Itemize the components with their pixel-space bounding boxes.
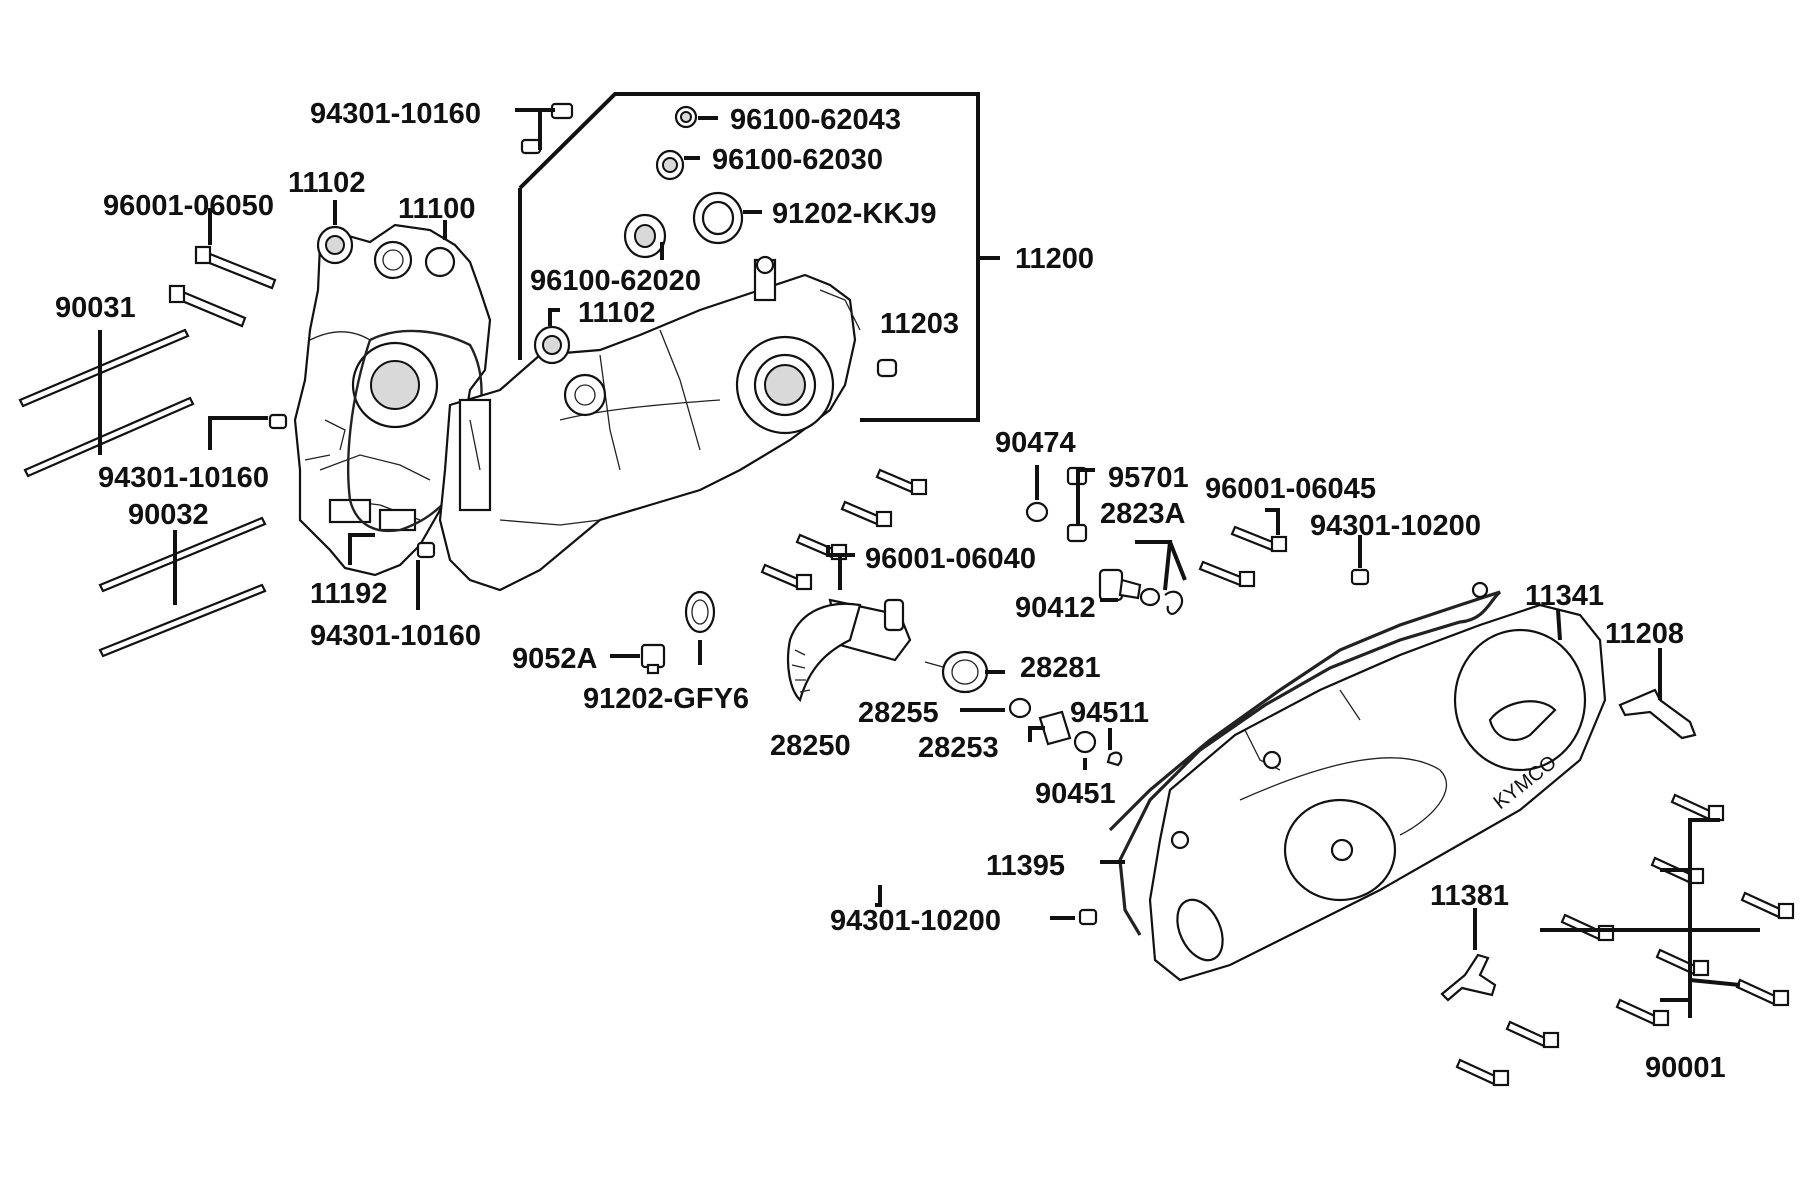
washer-90451: [1073, 730, 1097, 754]
bolts-96001-06050: [168, 245, 277, 328]
assembly-2823A: [1098, 568, 1184, 615]
bearing-96100-62030: [655, 149, 685, 181]
dowel-94301-10200-b: [1078, 908, 1098, 926]
label-11192: 11192: [310, 578, 387, 610]
bolts-90001: [1455, 793, 1795, 1087]
label-96100-62020: 96100-62020: [530, 265, 701, 297]
label-2823A: 2823A: [1100, 498, 1186, 530]
label-28255: 28255: [858, 697, 939, 729]
label-90451: 90451: [1035, 778, 1116, 810]
label-9052A: 9052A: [512, 643, 598, 675]
bearing-96100-62020: [623, 213, 667, 259]
label-94301-10160-mid: 94301-10160: [98, 462, 269, 494]
label-96100-62030: 96100-62030: [712, 144, 883, 176]
gasket-hole: [1471, 581, 1489, 599]
label-11102-a: 11102: [288, 167, 365, 199]
label-11208: 11208: [1605, 618, 1684, 650]
label-11395: 11395: [986, 850, 1065, 882]
label-91202-KKJ9: 91202-KKJ9: [772, 198, 936, 230]
part-number-labels: 94301-10160 96100-62043 96100-62030 9120…: [55, 98, 1726, 1084]
label-94301-10160-top: 94301-10160: [310, 98, 481, 130]
dowel-94301-10200-a: [1350, 568, 1370, 586]
label-94301-10160-bot: 94301-10160: [310, 620, 481, 652]
label-90031: 90031: [55, 292, 136, 324]
bolts-96001-06040: [760, 468, 928, 591]
bracket-11208: [1618, 688, 1697, 740]
crankcase-cover-11341: KYMCO: [1148, 603, 1607, 982]
label-90032: 90032: [128, 499, 209, 531]
left-crankcase-half: [293, 223, 492, 577]
dowel-pin-mid: [268, 413, 288, 430]
bearing-96100-62043: [674, 105, 698, 129]
washer-90474: [1025, 501, 1049, 523]
clip-94511: [1106, 751, 1123, 767]
pin-11203: [876, 358, 898, 378]
bushing-28253: [1038, 710, 1072, 746]
drain-plug-9052A: [640, 643, 666, 675]
label-90474: 90474: [995, 427, 1076, 459]
stud-bolts-90032: [98, 516, 267, 658]
label-11200: 11200: [1015, 243, 1094, 275]
bolts-96001-06045: [1198, 525, 1288, 588]
label-11381: 11381: [1430, 880, 1509, 912]
dowel-pin-top-2: [520, 138, 542, 155]
label-28281: 28281: [1020, 652, 1101, 684]
label-11341: 11341: [1525, 580, 1604, 612]
leader-lines: [98, 92, 1760, 1018]
label-11100: 11100: [398, 193, 475, 225]
label-90001: 90001: [1645, 1052, 1726, 1084]
label-94301-10200-a: 94301-10200: [1310, 510, 1481, 542]
right-crankcase-half: [438, 255, 861, 592]
label-11203: 11203: [880, 308, 959, 340]
label-28253: 28253: [918, 732, 999, 764]
kick-starter-spindle-28250: [786, 598, 912, 703]
oil-seal-91202-KKJ9: [692, 191, 744, 245]
bushing-11102-b: [533, 325, 571, 365]
label-94511: 94511: [1070, 697, 1149, 729]
label-96100-62043: 96100-62043: [730, 104, 901, 136]
kick-spring-28281: [924, 650, 989, 694]
label-90412: 90412: [1015, 592, 1096, 624]
label-96001-06050: 96001-06050: [103, 190, 274, 222]
stud-bolts-90031: [18, 328, 195, 478]
washer-28255: [1008, 697, 1032, 719]
label-95701: 95701: [1108, 462, 1189, 494]
dowel-pin-bottom: [416, 541, 436, 559]
clip-11381: [1440, 953, 1497, 1002]
oil-seal-91202-GFY6: [684, 590, 716, 634]
label-94301-10200-b: 94301-10200: [830, 905, 1001, 937]
label-28250: 28250: [770, 730, 851, 762]
label-96001-06040: 96001-06040: [865, 543, 1036, 575]
label-91202-GFY6: 91202-GFY6: [583, 683, 749, 715]
label-11102-b: 11102: [578, 297, 655, 329]
cover-gasket-11395: [1108, 590, 1502, 936]
bushing-11102-a: [316, 225, 354, 265]
label-96001-06045: 96001-06045: [1205, 473, 1376, 505]
